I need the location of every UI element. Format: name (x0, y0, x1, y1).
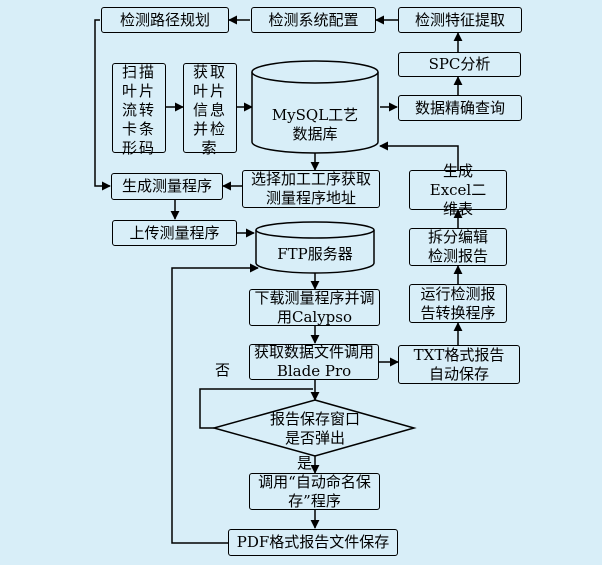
box-scan-barcode: 扫描叶片流转卡条形码 (112, 63, 166, 157)
scan-barcode-text: 扫描叶片流转卡条形码 (121, 62, 156, 157)
box-spc-analysis: SPC分析 (398, 52, 521, 77)
arrow-path-to-generate (94, 19, 111, 191)
box-split-report: 拆分编辑检测报告 (409, 228, 507, 266)
get-blade-info-text: 获取叶片信息并检索 (192, 62, 227, 157)
arrow-pdf-to-ftp (171, 263, 259, 544)
database-label-line1: MySQL工艺 (271, 106, 359, 124)
box-precise-query: 数据精确查询 (398, 95, 522, 121)
database-cylinder (251, 60, 379, 154)
box-generate-excel: 生成Excel二维表 (409, 162, 507, 218)
box-upload-program: 上传测量程序 (112, 220, 237, 246)
database-label-line2: 数据库 (292, 125, 338, 143)
label-yes: 是 (297, 454, 313, 472)
decision-label: 报告保存窗口 是否弹出 (244, 410, 386, 448)
database-label: MySQL工艺 数据库 (252, 104, 378, 146)
box-generate-program: 生成测量程序 (111, 173, 223, 200)
box-call-autosave: 调用“自动命名保存”程序 (249, 473, 380, 510)
decision-label-line2: 是否弹出 (284, 429, 345, 447)
box-pdf-save: PDF格式报告文件保存 (228, 529, 398, 556)
label-no: 否 (215, 361, 231, 379)
box-txt-save: TXT格式报告自动保存 (398, 345, 520, 384)
box-download-program: 下载测量程序并调用Calypso (249, 289, 380, 326)
box-get-blade-info: 获取叶片信息并检索 (183, 63, 237, 157)
decision-diamond (211, 399, 417, 457)
box-select-process: 选择加工工序获取测量程序地址 (242, 170, 380, 208)
box-system-config: 检测系统配置 (251, 7, 376, 33)
decision-label-line1: 报告保存窗口 (269, 410, 360, 428)
box-feature-extraction: 检测特征提取 (398, 7, 522, 33)
arrow-excel-to-db (379, 141, 459, 170)
ftp-server-label: FTP服务器 (277, 244, 353, 263)
box-get-data-file: 获取数据文件调用Blade Pro (249, 343, 379, 380)
box-path-planning: 检测路径规划 (101, 7, 229, 33)
arrow-decision-no-loop (199, 388, 313, 429)
ftp-cylinder (255, 221, 375, 274)
box-run-converter: 运行检测报告转换程序 (409, 284, 507, 323)
